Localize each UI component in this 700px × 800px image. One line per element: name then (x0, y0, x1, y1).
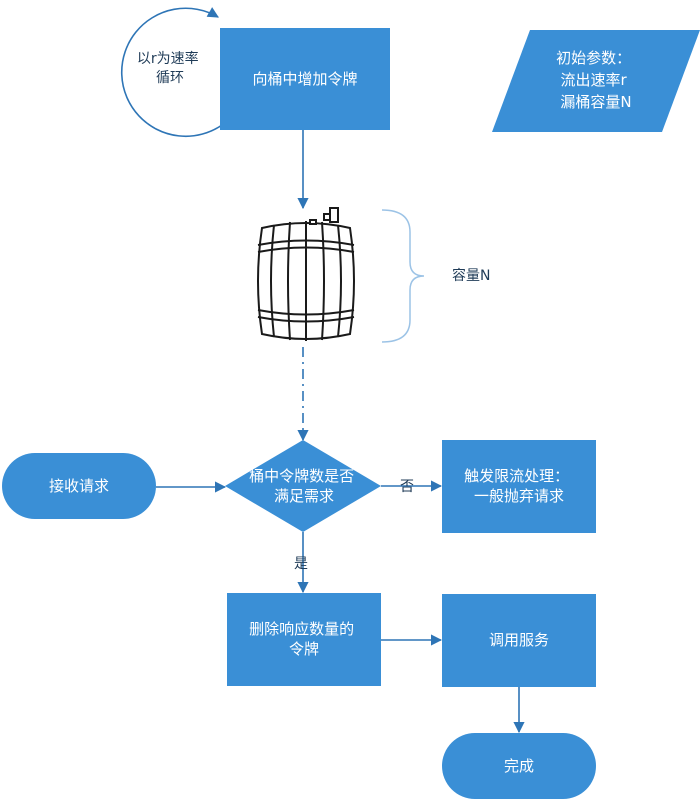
edge-label-yes: 是 (294, 556, 308, 572)
loop-arrow (120, 7, 223, 138)
done-terminal (442, 733, 596, 799)
capacity-label: 容量N (452, 267, 490, 284)
rate-limit-box (442, 440, 596, 533)
remove-tokens-box (227, 593, 381, 686)
edge-label-no: 否 (400, 479, 414, 495)
receive-request-terminal (2, 453, 156, 519)
add-tokens-label: 向桶中增加令牌 (252, 70, 357, 88)
call-service-label: 调用服务 (489, 631, 549, 649)
rate-limit-label: 触发限流处理： 一般抛弃请求 (464, 467, 574, 505)
done-label: 完成 (504, 757, 534, 775)
barrel-icon (257, 207, 355, 341)
add-tokens-box (220, 28, 390, 130)
init-params-label: 初始参数： 流出速率r 漏桶容量N (556, 49, 636, 111)
capacity-brace (381, 209, 425, 343)
call-service-box (442, 594, 596, 687)
remove-tokens-label: 删除响应数量的 令牌 (249, 620, 359, 658)
init-params-box (492, 30, 700, 132)
check-tokens-label: 桶中令牌数是否 满足需求 (249, 467, 359, 505)
loop-label: 以r为速率 循环 (137, 50, 203, 86)
receive-request-label: 接收请求 (49, 477, 109, 495)
check-tokens-diamond (225, 440, 381, 532)
